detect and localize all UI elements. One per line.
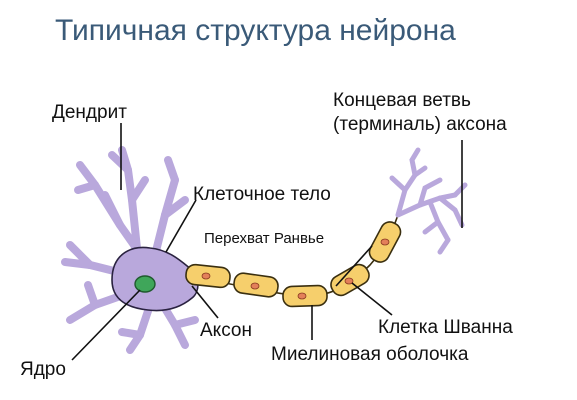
leader-cell-body <box>165 199 197 253</box>
schwann-cell <box>233 272 279 298</box>
schwann-cell <box>185 263 231 289</box>
myelin-sheath <box>185 221 402 308</box>
leader-lines <box>71 123 463 361</box>
schwann-cell <box>330 263 370 297</box>
schwann-cell <box>368 221 402 263</box>
axon-terminals <box>389 147 468 255</box>
label-terminal-line1: Концевая ветвь <box>333 90 471 111</box>
schwann-cell <box>282 284 328 308</box>
label-axon: Аксон <box>200 320 252 341</box>
cell-body <box>111 246 199 312</box>
leader-node-ranvier <box>335 245 373 287</box>
label-schwann-cell: Клетка Шванна <box>378 317 513 338</box>
leader-schwann <box>351 282 393 316</box>
label-dendrite: Дендрит <box>52 102 127 123</box>
leader-nucleus <box>71 289 141 361</box>
label-nucleus: Ядро <box>20 359 66 380</box>
label-terminal-line2: (терминаль) аксона <box>333 114 507 135</box>
nucleus <box>134 275 156 293</box>
dendrites <box>61 146 199 354</box>
label-node-ranvier: Перехват Ранвье <box>204 230 324 247</box>
label-myelin-sheath: Миелиновая оболочка <box>271 344 469 365</box>
diagram-title: Типичная структура нейрона <box>55 14 456 47</box>
leader-axon <box>191 285 219 319</box>
label-cell-body: Клеточное тело <box>193 184 331 205</box>
